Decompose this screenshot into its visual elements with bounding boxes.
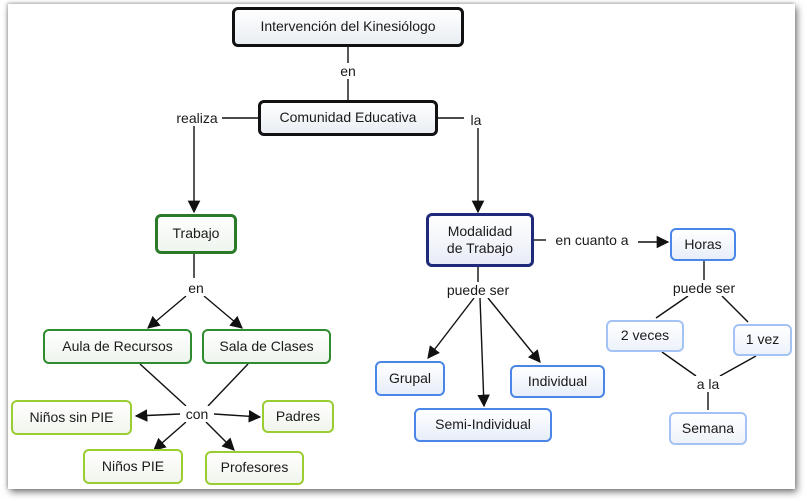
node-padres[interactable]: Padres bbox=[262, 400, 334, 433]
arrow-con-ninos-pie bbox=[153, 421, 187, 451]
link-label-la: la bbox=[467, 112, 485, 128]
node-comunidad-educativa[interactable]: Comunidad Educativa bbox=[258, 100, 438, 136]
node-profesores[interactable]: Profesores bbox=[205, 451, 304, 485]
arrow-puede-ser-semi bbox=[477, 297, 490, 408]
node-semana[interactable]: Semana bbox=[669, 412, 747, 445]
link-label-puede-ser-horas: puede ser bbox=[669, 280, 739, 296]
node-modalidad-de-trabajo[interactable]: Modalidad de Trabajo bbox=[426, 213, 534, 267]
connector-aula-con bbox=[139, 363, 187, 407]
connector-puede-ser-2-veces bbox=[655, 295, 689, 319]
link-label-realiza: realiza bbox=[173, 110, 221, 126]
node-1-vez[interactable]: 1 vez bbox=[733, 324, 792, 356]
node-intervencion-kinesiologo[interactable]: Intervención del Kinesiólogo bbox=[232, 7, 464, 47]
arrow-puede-ser-grupal bbox=[427, 297, 475, 359]
connector-1-vez-a-la bbox=[719, 355, 757, 377]
link-label-en-top: en bbox=[337, 63, 359, 79]
node-sala-de-clases[interactable]: Sala de Clases bbox=[202, 329, 331, 364]
arrow-con-profesores bbox=[205, 421, 235, 451]
node-individual[interactable]: Individual bbox=[510, 365, 605, 398]
connector-puede-ser-1-vez bbox=[721, 295, 749, 323]
node-ninos-sin-pie[interactable]: Niños sin PIE bbox=[11, 400, 132, 435]
node-aula-de-recursos[interactable]: Aula de Recursos bbox=[43, 329, 192, 364]
link-label-puede-ser-modalidad: puede ser bbox=[443, 282, 513, 298]
arrow-con-ninos-sin-pie bbox=[134, 409, 181, 422]
node-modalidad-line2: de Trabajo bbox=[446, 240, 514, 256]
link-label-en-cuanto-a: en cuanto a bbox=[552, 232, 632, 248]
arrow-con-padres bbox=[213, 409, 262, 423]
node-semi-individual[interactable]: Semi-Individual bbox=[414, 408, 552, 442]
link-label-con: con bbox=[182, 406, 212, 422]
concept-map-frame: Intervención del Kinesiólogo Comunidad E… bbox=[8, 4, 795, 489]
arrow-en-aula bbox=[147, 295, 187, 329]
connector-sala-con bbox=[207, 363, 249, 407]
node-ninos-pie[interactable]: Niños PIE bbox=[83, 449, 183, 484]
link-label-a-la: a la bbox=[693, 376, 723, 392]
node-horas[interactable]: Horas bbox=[670, 228, 736, 261]
arrow-puede-ser-individual bbox=[487, 297, 541, 363]
connector-2-veces-a-la bbox=[661, 351, 697, 377]
link-label-en-trabajo: en bbox=[185, 280, 207, 296]
arrow-en-sala bbox=[203, 295, 243, 329]
connector-layer bbox=[134, 46, 757, 451]
node-modalidad-line1: Modalidad bbox=[447, 222, 513, 239]
node-grupal[interactable]: Grupal bbox=[375, 361, 445, 396]
node-trabajo[interactable]: Trabajo bbox=[155, 214, 237, 254]
node-2-veces[interactable]: 2 veces bbox=[606, 320, 684, 352]
